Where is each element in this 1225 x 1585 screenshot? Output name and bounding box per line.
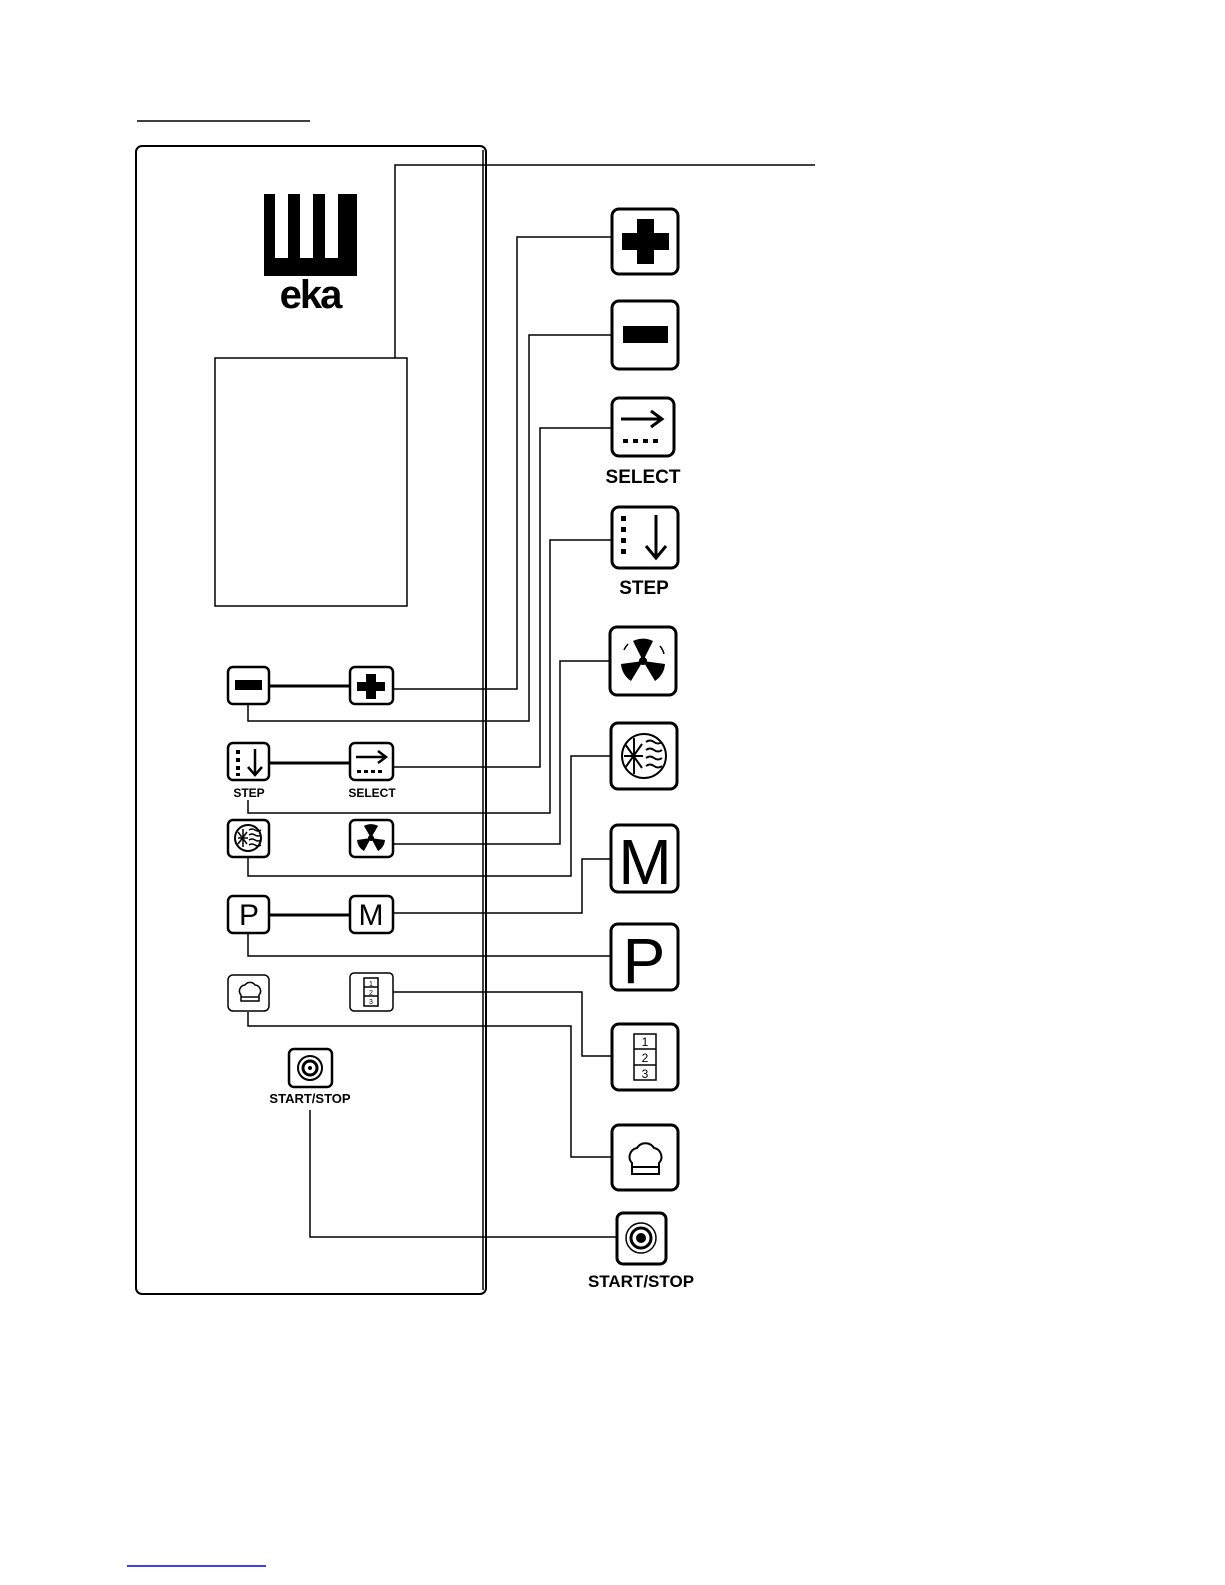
legend-start-stop-label: START/STOP	[588, 1272, 694, 1291]
panel-m-button[interactable]: M	[350, 896, 393, 933]
display-window	[215, 358, 407, 606]
panel-p-button[interactable]: P	[228, 896, 269, 933]
panel-minus-button[interactable]	[228, 667, 269, 704]
line-minus	[248, 335, 612, 721]
m-key-letter: M	[359, 899, 384, 932]
level-1-label: 1	[642, 1035, 649, 1049]
p-key-letter: P	[239, 899, 259, 932]
panel-select-label: SELECT	[348, 786, 396, 800]
line-p	[248, 934, 612, 956]
legend-step-button[interactable]	[612, 507, 678, 568]
minus-icon	[235, 680, 262, 690]
panel-plus-button[interactable]	[350, 667, 393, 704]
line-steam	[248, 756, 612, 876]
panel-chef-button[interactable]	[228, 975, 269, 1011]
legend-steam-button[interactable]	[611, 723, 677, 789]
legend-chef-button[interactable]	[612, 1125, 678, 1190]
panel-levels-button[interactable]: 1 2 3	[350, 973, 393, 1011]
legend-minus-button[interactable]	[612, 301, 678, 369]
line-m	[393, 859, 612, 913]
panel-fan-button[interactable]	[350, 820, 393, 857]
legend-levels-button[interactable]: 1 2 3	[612, 1024, 678, 1090]
panel-start-stop-button[interactable]	[289, 1049, 332, 1087]
level-2-label: 2	[642, 1051, 649, 1065]
levels-small-3: 3	[369, 999, 373, 1006]
levels-small-1: 1	[369, 981, 373, 988]
level-3-label: 3	[642, 1067, 649, 1081]
line-step	[248, 540, 612, 813]
display-callout-line	[395, 165, 815, 358]
m-key-letter: M	[618, 826, 671, 898]
brand-logo: eka	[264, 194, 357, 317]
legend-select-label: SELECT	[606, 467, 681, 488]
power-ring-icon	[626, 1223, 656, 1253]
panel-step-label: STEP	[233, 786, 264, 800]
power-ring-icon	[298, 1056, 322, 1080]
panel-outline	[136, 146, 486, 1294]
line-select	[393, 428, 612, 767]
legend-plus-button[interactable]	[612, 209, 678, 274]
panel-steam-button[interactable]	[228, 820, 269, 857]
legend-p-button[interactable]: P	[611, 924, 678, 997]
panel-select-button[interactable]	[350, 743, 393, 780]
line-levels	[393, 992, 612, 1056]
legend-select-button[interactable]	[612, 398, 674, 456]
legend-step-label: STEP	[619, 578, 669, 599]
brand-logo-text: eka	[280, 273, 343, 317]
legend-fan-button[interactable]	[610, 627, 676, 695]
levels-small-2: 2	[369, 990, 373, 997]
panel-start-stop-label: START/STOP	[269, 1091, 350, 1106]
p-key-letter: P	[623, 925, 666, 997]
minus-icon	[623, 326, 668, 343]
legend-start-stop-button[interactable]	[617, 1213, 666, 1264]
line-plus	[393, 237, 612, 689]
legend-m-button[interactable]: M	[611, 825, 678, 898]
panel-step-button[interactable]	[228, 743, 269, 780]
